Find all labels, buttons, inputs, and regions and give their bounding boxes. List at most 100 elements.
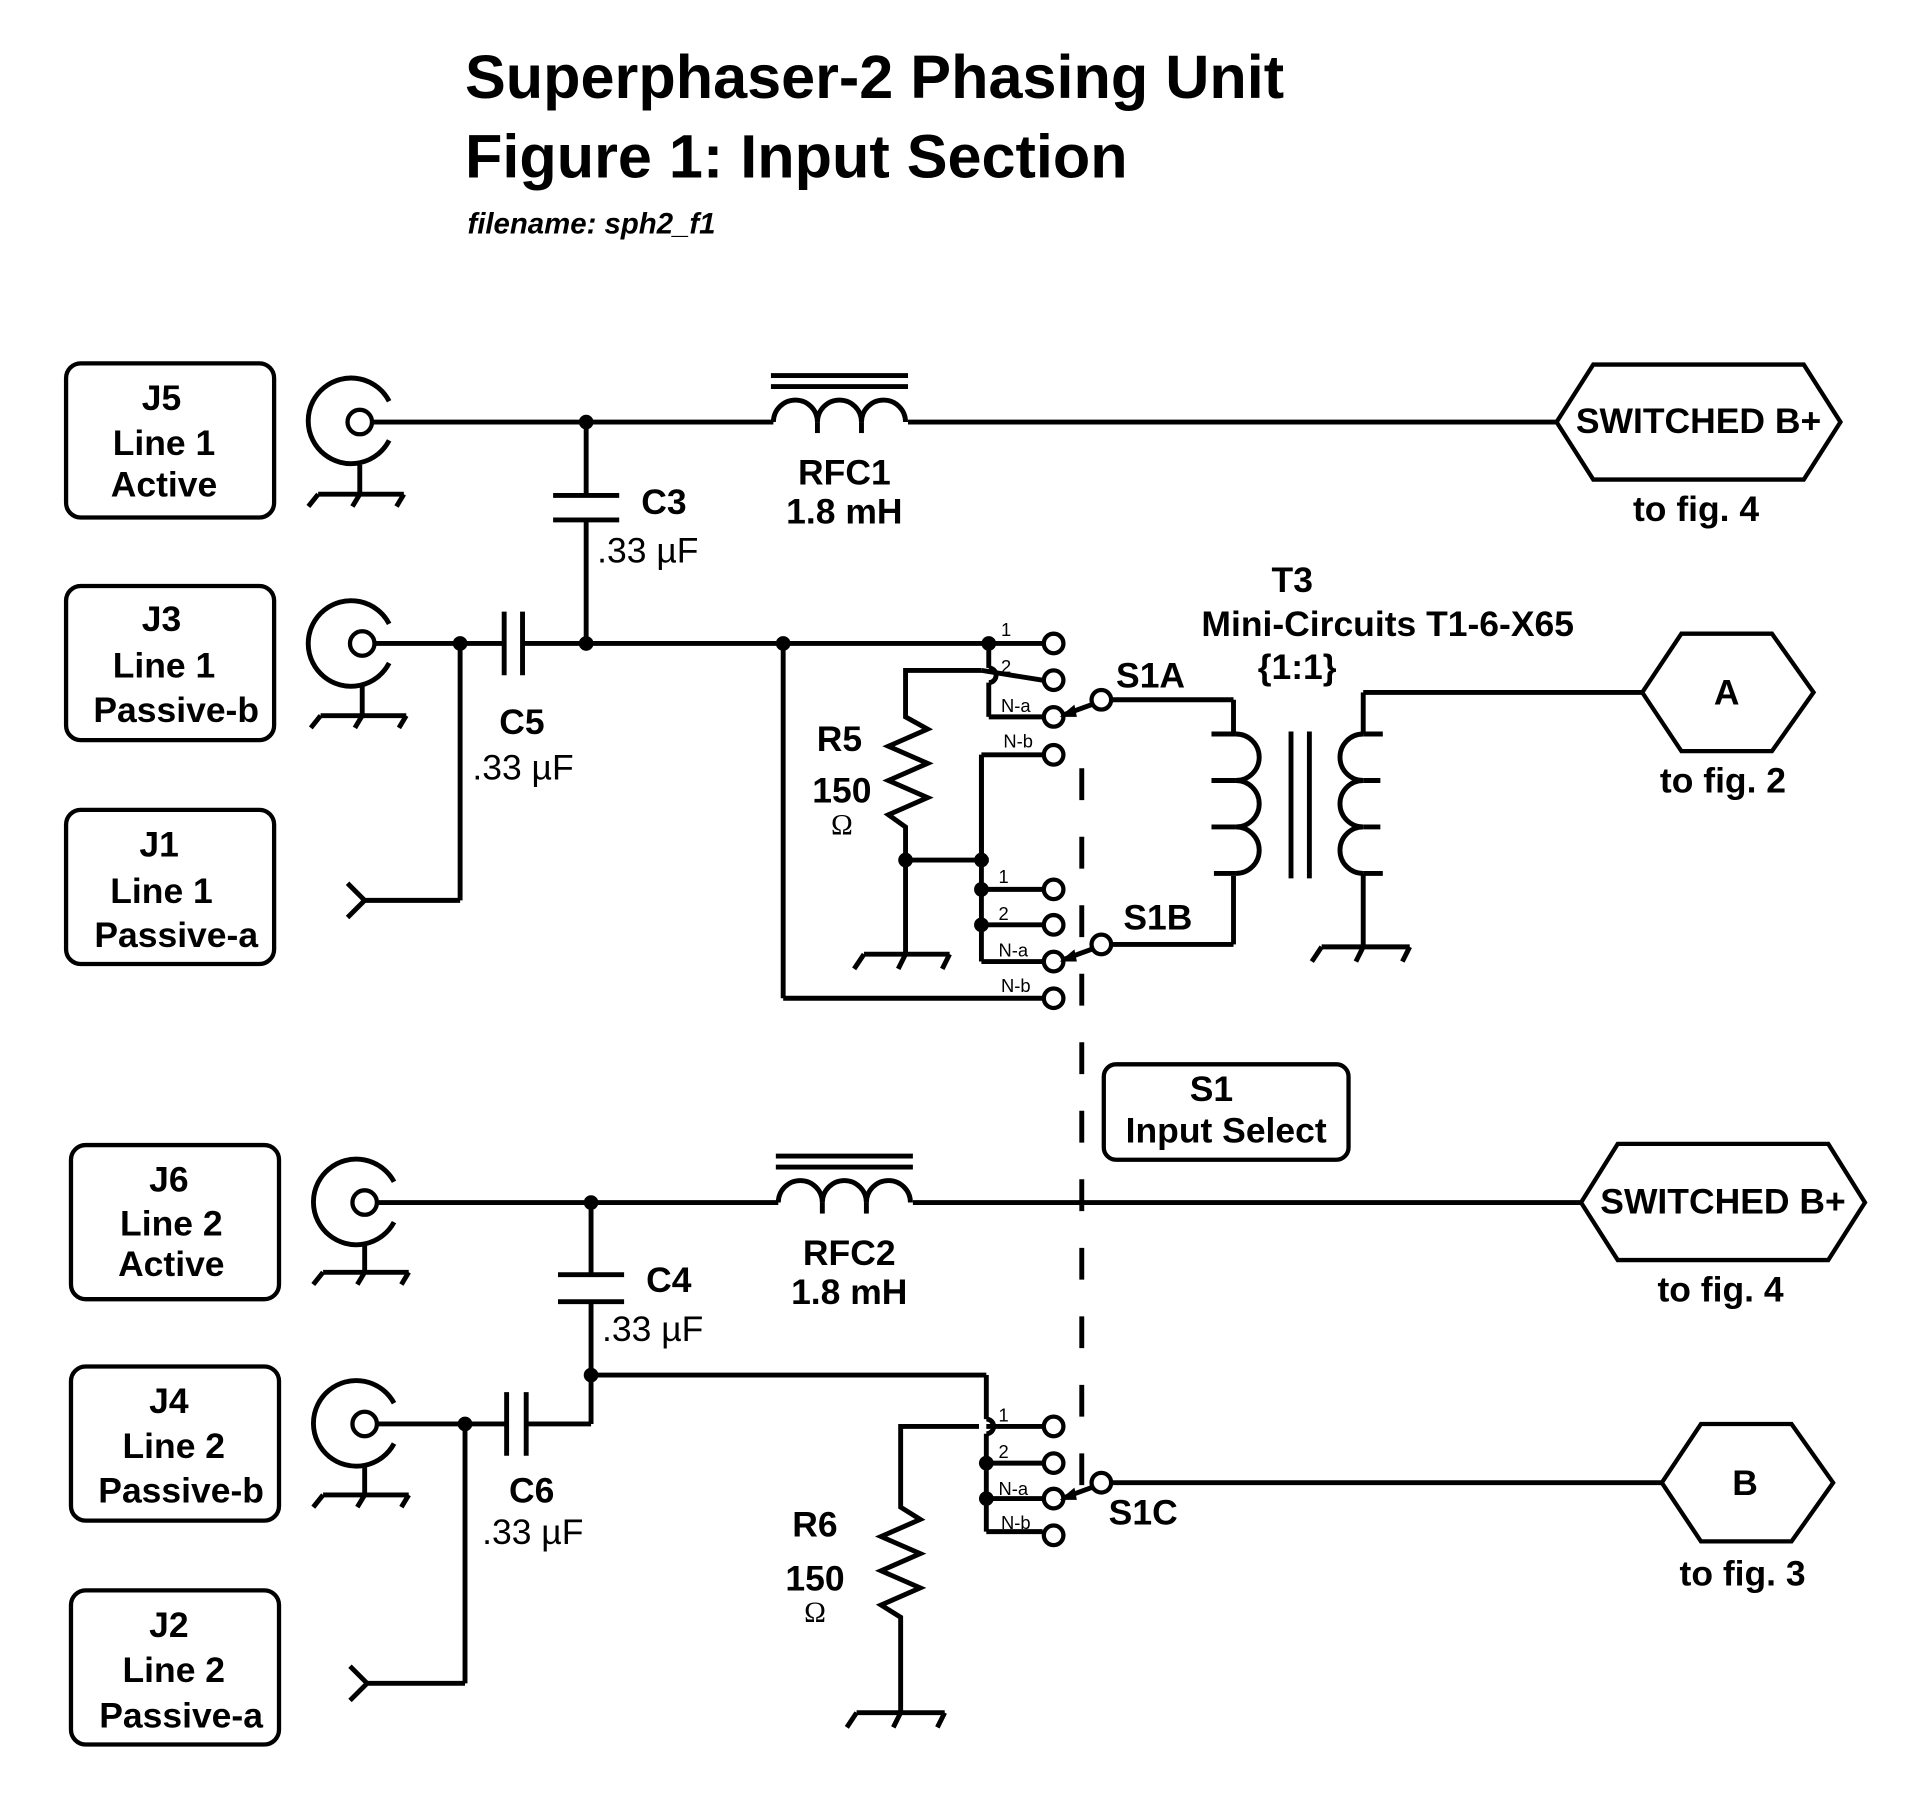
title-block: Superphaser-2 Phasing Unit Figure 1: Inp… (465, 43, 1284, 241)
coax-jack-icon-j5 (305, 375, 406, 508)
line1-wiring (364, 414, 1557, 1001)
r5-ref: R5 (817, 719, 862, 759)
coax-jack-icon-j3 (305, 598, 409, 730)
switch-s1-label-box: S1 Input Select (1101, 1062, 1351, 1162)
switch-s1b: 1 2 N-a N-b S1B (974, 860, 1236, 1011)
resistor-r5: R5 150 Ω (812, 667, 989, 971)
jack-id: J2 (149, 1605, 188, 1645)
capacitor-c3: C3 .33 µF (553, 482, 698, 571)
jack-box-j6: J6 Line 2 Active (68, 1142, 282, 1302)
s1-ref: S1 (1190, 1069, 1233, 1109)
jack-id: J5 (142, 378, 181, 418)
resistor-r6: R6 150 Ω (785, 1423, 979, 1729)
r5-value: 150 (812, 771, 871, 811)
pin-nb: N-b (1001, 975, 1031, 996)
c3-value: .33 µF (597, 531, 698, 571)
ohm-symbol: Ω (831, 809, 853, 841)
jack-line: Line 1 (110, 871, 213, 911)
jack-line: Line 1 (113, 423, 216, 463)
jack-type: Passive-a (99, 1695, 263, 1735)
jack-line: Line 2 (123, 1426, 226, 1466)
c5-ref: C5 (499, 702, 544, 742)
line2-wiring (367, 1195, 1582, 1686)
s1a-label: S1A (1116, 656, 1185, 696)
capacitor-c5: C5 .33 µF (472, 611, 574, 787)
connector-label: B (1732, 1463, 1758, 1503)
title-line-1: Superphaser-2 Phasing Unit (465, 43, 1284, 111)
ground-icon (1309, 944, 1412, 963)
jack-type: Active (118, 1244, 224, 1284)
switch-s1a: 1 2 N-a N-b S1A (974, 619, 1236, 868)
offpage-connector-switched-bplus-1: SWITCHED B+ to fig. 4 (1554, 362, 1844, 529)
ohm-symbol: Ω (804, 1597, 826, 1629)
jack-type: Passive-b (98, 1470, 264, 1510)
coax-jack-icon-j6 (310, 1156, 411, 1287)
ground-icon (852, 951, 952, 971)
ground-icon (311, 1269, 411, 1287)
capacitor-c4: C4 .33 µF (558, 1260, 703, 1349)
inductor-rfc2: RFC2 1.8 mH (775, 1153, 913, 1312)
pin-na: N-a (999, 940, 1029, 961)
t3-ratio: {1:1} (1258, 647, 1337, 687)
connector-dest: to fig. 3 (1680, 1553, 1806, 1593)
title-line-2: Figure 1: Input Section (465, 122, 1128, 190)
ground-icon (311, 1492, 411, 1509)
switch-s1c: 1 2 N-a N-b S1C (978, 1405, 1662, 1548)
pin-nb: N-b (1001, 1512, 1031, 1533)
capacitor-c6: C6 .33 µF (482, 1392, 583, 1552)
jack-line: Line 1 (113, 646, 216, 686)
inductor-rfc1: RFC1 1.8 mH (770, 373, 908, 532)
ground-icon (306, 491, 406, 508)
jack-type: Active (111, 465, 217, 505)
s1c-label: S1C (1109, 1492, 1178, 1532)
rfc2-ref: RFC2 (803, 1233, 896, 1273)
ground-icon (844, 1710, 947, 1729)
transformer-t3: T3 Mini-Circuits T1-6-X65 {1:1} (1201, 560, 1643, 963)
offpage-connector-b: B to fig. 3 (1659, 1421, 1836, 1593)
t3-part: Mini-Circuits T1-6-X65 (1201, 604, 1574, 644)
filename-label: filename: sph2_f1 (467, 208, 715, 241)
connector-dest: to fig. 4 (1633, 489, 1759, 529)
t3-ref: T3 (1272, 560, 1313, 600)
jack-box-j2: J2 Line 2 Passive-a (68, 1588, 282, 1747)
r6-value: 150 (785, 1558, 844, 1598)
rfc2-value: 1.8 mH (791, 1272, 907, 1312)
ground-icon (308, 713, 409, 730)
c5-value: .33 µF (472, 747, 573, 787)
jack-id: J3 (142, 599, 181, 639)
c4-value: .33 µF (602, 1309, 703, 1349)
jack-box-j3: J3 Line 1 Passive-b (63, 583, 277, 743)
jack-box-j4: J4 Line 2 Passive-b (68, 1364, 282, 1523)
plug-icon-j1 (345, 881, 369, 920)
pin-2: 2 (999, 1441, 1009, 1462)
pin-2: 2 (1001, 656, 1011, 677)
c4-ref: C4 (646, 1260, 692, 1300)
jack-type: Passive-b (93, 690, 259, 730)
jack-id: J1 (139, 824, 178, 864)
pin-1: 1 (1001, 619, 1011, 640)
offpage-connector-a: A to fig. 2 (1639, 631, 1817, 801)
pin-1: 1 (999, 1405, 1009, 1426)
c6-ref: C6 (509, 1470, 554, 1510)
jack-box-j1: J1 Line 1 Passive-a (63, 807, 277, 967)
pin-na: N-a (999, 1478, 1029, 1499)
c6-value: .33 µF (482, 1512, 583, 1552)
rfc1-value: 1.8 mH (786, 492, 902, 532)
connector-label: A (1714, 673, 1740, 713)
jack-line: Line 2 (120, 1204, 223, 1244)
offpage-connector-switched-bplus-2: SWITCHED B+ to fig. 4 (1578, 1141, 1868, 1310)
jack-line: Line 2 (123, 1650, 226, 1690)
s1-name: Input Select (1126, 1111, 1327, 1151)
pin-1: 1 (999, 866, 1009, 887)
jack-id: J4 (149, 1381, 189, 1421)
connector-dest: to fig. 2 (1660, 761, 1786, 801)
pin-na: N-a (1001, 695, 1031, 716)
r6-ref: R6 (792, 1505, 837, 1545)
jack-id: J6 (149, 1160, 188, 1200)
c3-ref: C3 (641, 482, 686, 522)
s1b-label: S1B (1123, 898, 1192, 938)
connector-label: SWITCHED B+ (1600, 1182, 1845, 1222)
connector-label: SWITCHED B+ (1576, 401, 1821, 441)
rfc1-ref: RFC1 (798, 452, 891, 492)
